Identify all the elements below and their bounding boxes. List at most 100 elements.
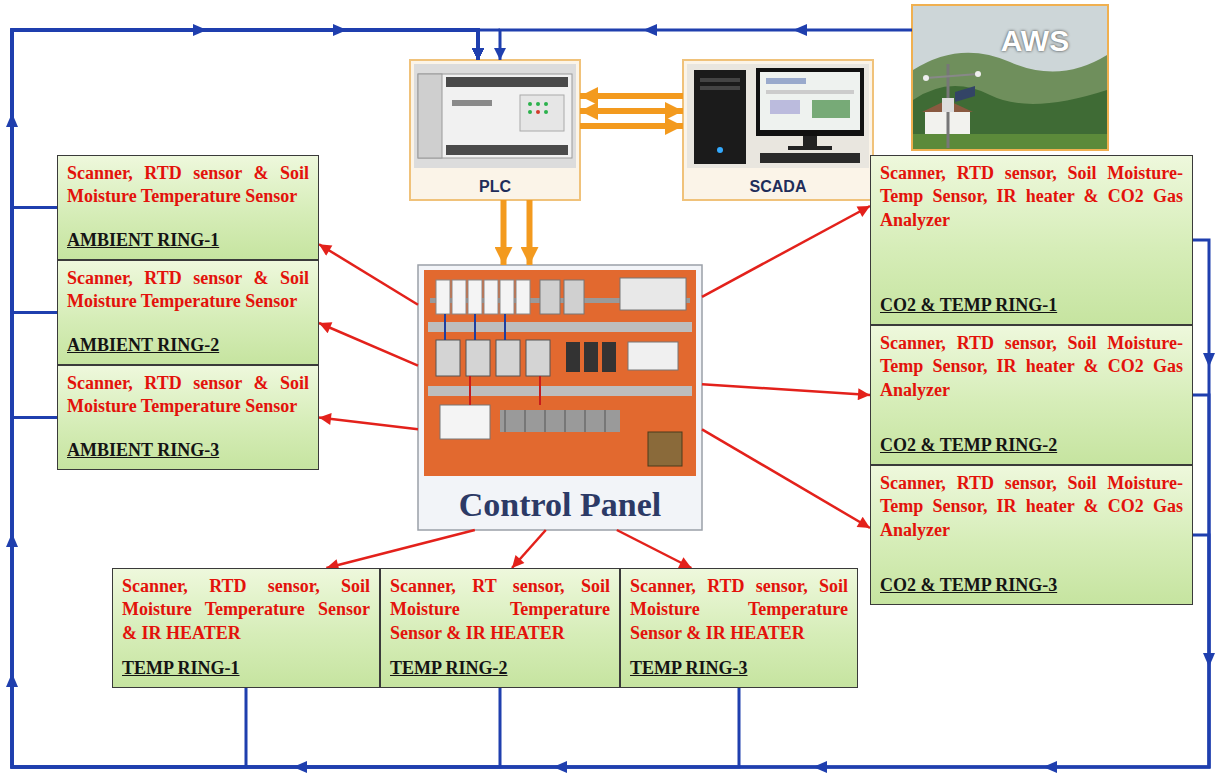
control-panel-photo: [440, 405, 490, 439]
scada-photo: [687, 64, 869, 168]
ring-box: Scanner, RTD sensor, Soil Moisture Tempe…: [112, 568, 380, 688]
scada-photo: [766, 78, 806, 84]
device-label: Control Panel: [459, 483, 661, 530]
scada-photo: [700, 86, 740, 90]
control-arrow: [512, 530, 546, 568]
scada-photo: [756, 68, 864, 136]
control-panel: Control Panel: [418, 265, 702, 530]
plc-photo: [410, 60, 580, 200]
plc-photo: [418, 74, 442, 158]
feedback-line: [12, 30, 1209, 767]
control-arrow: [319, 323, 418, 366]
control-panel-photo: [452, 280, 466, 314]
aws-photo: [913, 53, 1107, 149]
plc-photo: [520, 95, 564, 131]
feedback-line: [12, 30, 478, 418]
control-panel-photo: [445, 314, 505, 340]
control-panel-photo: [500, 410, 620, 432]
component-list: Scanner, RTD sensor, Soil Moisture Tempe…: [122, 575, 370, 645]
component-list: Scanner, RTD sensor & Soil Moisture Temp…: [67, 372, 309, 419]
scada-photo: [683, 60, 873, 200]
control-panel-photo: [470, 376, 540, 405]
ring-title: AMBIENT RING-1: [67, 229, 309, 252]
aws-photo: [975, 71, 981, 77]
scada-photo: [683, 60, 873, 200]
control-panel-photo: [428, 386, 692, 396]
aws-photo: [926, 74, 978, 78]
plc-photo: [414, 64, 576, 168]
scada-photo: [766, 90, 854, 94]
ring-box: Scanner, RTD sensor, Soil Moisture-Temp …: [870, 465, 1193, 605]
signal-arrow: [527, 200, 533, 265]
scada-photo: [717, 147, 723, 153]
control-panel-photo: [648, 432, 682, 466]
ring-title: CO2 & TEMP RING-2: [880, 434, 1183, 457]
control-panel-photo: [605, 410, 606, 432]
control-panel-photo: [468, 280, 482, 314]
ring-box: Scanner, RTD sensor & Soil Moisture Temp…: [57, 365, 319, 470]
aws-photo: [912, 5, 1108, 150]
ring-title: CO2 & TEMP RING-3: [880, 574, 1183, 597]
scada-photo: [760, 153, 860, 163]
control-panel-photo: [585, 410, 586, 432]
plc-photo: [528, 110, 532, 114]
feedback-line: [12, 30, 1209, 767]
scada-photo: [760, 72, 860, 130]
signal-arrow: [580, 123, 683, 129]
control-panel-photo: [620, 278, 686, 310]
signal-arrow: [501, 200, 507, 265]
control-panel-photo: [428, 322, 692, 332]
ring-title: TEMP RING-2: [390, 657, 610, 680]
control-panel-photo: [566, 342, 580, 372]
control-arrow: [702, 384, 870, 395]
control-panel-photo: [505, 410, 506, 432]
scada-photo: [788, 146, 832, 150]
plc-photo: [528, 102, 532, 106]
aws-photo: [912, 5, 1108, 150]
feedback-line: [500, 30, 912, 60]
control-panel-photo: [525, 410, 526, 432]
scada-photo: [803, 136, 817, 146]
feedback-line: [12, 30, 1209, 767]
control-panel-photo: [584, 342, 598, 372]
aws-photo: [942, 98, 954, 112]
weather-station: AWS: [912, 5, 1108, 150]
control-panel-photo: [418, 265, 702, 530]
component-list: Scanner, RTD sensor & Soil Moisture Temp…: [67, 267, 309, 314]
ring-box: Scanner, RTD sensor, Soil Moisture-Temp …: [870, 325, 1193, 465]
control-arrow: [326, 530, 474, 568]
plc-photo: [452, 100, 492, 106]
ring-box: Scanner, RTD sensor & Soil Moisture Temp…: [57, 260, 319, 365]
ring-title: TEMP RING-1: [122, 657, 370, 680]
aws-photo: [912, 5, 1108, 150]
device-label: PLC: [479, 174, 511, 200]
signal-arrow: [580, 108, 683, 114]
control-panel-photo: [424, 270, 696, 476]
scada-photo: [694, 70, 746, 164]
ring-box: Scanner, RTD sensor, Soil Moisture Tempe…: [620, 568, 858, 688]
control-arrow: [319, 244, 418, 305]
aws-photo: [913, 134, 1107, 149]
plc-photo: [544, 110, 548, 114]
ring-title: CO2 & TEMP RING-1: [880, 294, 1183, 317]
control-arrow: [319, 418, 418, 430]
plc-photo: [536, 110, 540, 114]
control-panel-photo: [602, 342, 616, 372]
component-list: Scanner, RTD sensor, Soil Moisture-Temp …: [880, 332, 1183, 402]
signal-arrow: [580, 93, 683, 99]
ring-box: Scanner, RTD sensor & Soil Moisture Temp…: [57, 155, 319, 260]
ring-title: AMBIENT RING-2: [67, 334, 309, 357]
component-list: Scanner, RT sensor, Soil Moisture Temper…: [390, 575, 610, 645]
control-panel-photo: [545, 410, 546, 432]
ring-box: Scanner, RTD sensor, Soil Moisture-Temp …: [870, 155, 1193, 325]
scada-photo: [770, 100, 800, 114]
control-panel-photo: [516, 280, 530, 314]
plc-photo: [446, 145, 568, 155]
device-label: AWS: [1001, 23, 1069, 59]
control-panel-photo: [484, 280, 498, 314]
control-panel-photo: [418, 265, 702, 530]
control-panel-photo: [628, 342, 678, 370]
bus-arrowheads: [6, 24, 1215, 773]
control-arrow: [702, 206, 870, 297]
